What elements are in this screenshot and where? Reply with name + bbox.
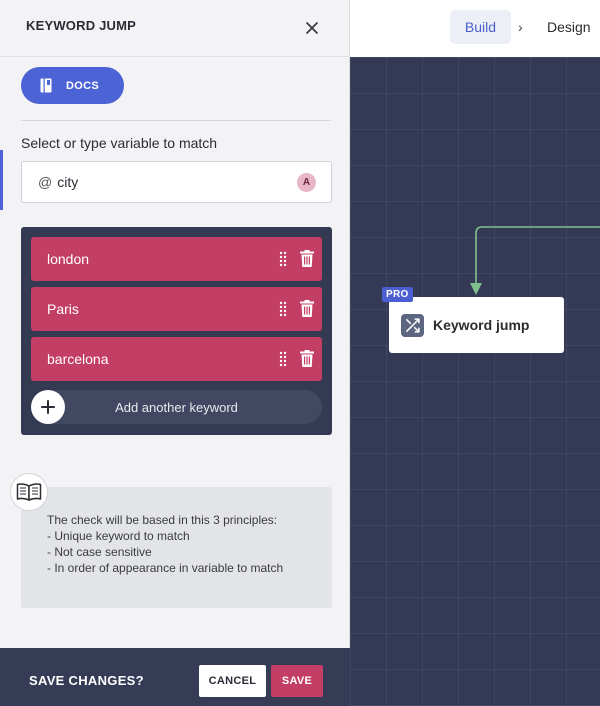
variable-type-badge: A [297, 173, 316, 192]
save-button[interactable]: SAVE [271, 665, 323, 697]
docs-label: DOCS [66, 79, 99, 92]
flow-connector [470, 226, 600, 295]
info-box: The check will be based in this 3 princi… [21, 487, 332, 608]
panel-accent-bar [0, 150, 3, 210]
open-book-icon [10, 473, 48, 511]
info-line: - In order of appearance in variable to … [47, 561, 284, 575]
divider [21, 120, 331, 121]
shuffle-icon [401, 313, 424, 337]
keyword-item[interactable]: london [31, 237, 322, 281]
variable-value: city [57, 174, 79, 190]
trash-icon[interactable] [300, 300, 314, 317]
drag-handle-icon[interactable] [279, 351, 287, 367]
add-keyword-button[interactable]: Add another keyword [31, 390, 322, 424]
nav-build-tab[interactable]: Build [450, 10, 511, 44]
keyword-label: london [47, 251, 90, 267]
trash-icon[interactable] [300, 350, 314, 367]
drag-handle-icon[interactable] [279, 301, 287, 317]
variable-prefix: @ [38, 174, 53, 190]
save-changes-label: SAVE CHANGES? [29, 673, 144, 688]
variable-input[interactable]: @ city A [21, 161, 332, 203]
book-icon [40, 78, 52, 93]
pro-badge: PRO [382, 287, 413, 302]
plus-icon [31, 390, 65, 424]
info-text: The check will be based in this 3 princi… [47, 512, 317, 576]
top-navigation-bar: Build › Design [350, 0, 600, 57]
keyword-list: london Paris [21, 227, 332, 435]
info-line: - Unique keyword to match [47, 529, 190, 543]
keyword-jump-panel: KEYWORD JUMP DOCS Select or type variabl… [0, 0, 350, 706]
save-footer: SAVE CHANGES? CANCEL SAVE [0, 648, 350, 706]
nav-separator: › [518, 19, 523, 35]
keyword-label: barcelona [47, 351, 109, 367]
node-label: Keyword jump [433, 317, 530, 333]
variable-label: Select or type variable to match [21, 135, 218, 151]
flow-canvas[interactable]: Keyword jump PRO [350, 57, 600, 706]
trash-icon[interactable] [300, 250, 314, 267]
close-button[interactable] [303, 19, 321, 37]
add-keyword-label: Add another keyword [115, 399, 238, 415]
keyword-label: Paris [47, 301, 79, 317]
panel-title: KEYWORD JUMP [26, 18, 137, 33]
keyword-item[interactable]: barcelona [31, 337, 322, 381]
panel-header: KEYWORD JUMP [0, 0, 350, 57]
keyword-jump-node[interactable]: Keyword jump [389, 297, 564, 353]
nav-design-tab[interactable]: Design [547, 19, 591, 35]
cancel-button[interactable]: CANCEL [199, 665, 266, 697]
drag-handle-icon[interactable] [279, 251, 287, 267]
info-intro: The check will be based in this 3 princi… [47, 513, 278, 527]
info-line: - Not case sensitive [47, 545, 152, 559]
keyword-item[interactable]: Paris [31, 287, 322, 331]
close-icon [306, 22, 318, 34]
docs-button[interactable]: DOCS [21, 67, 124, 104]
